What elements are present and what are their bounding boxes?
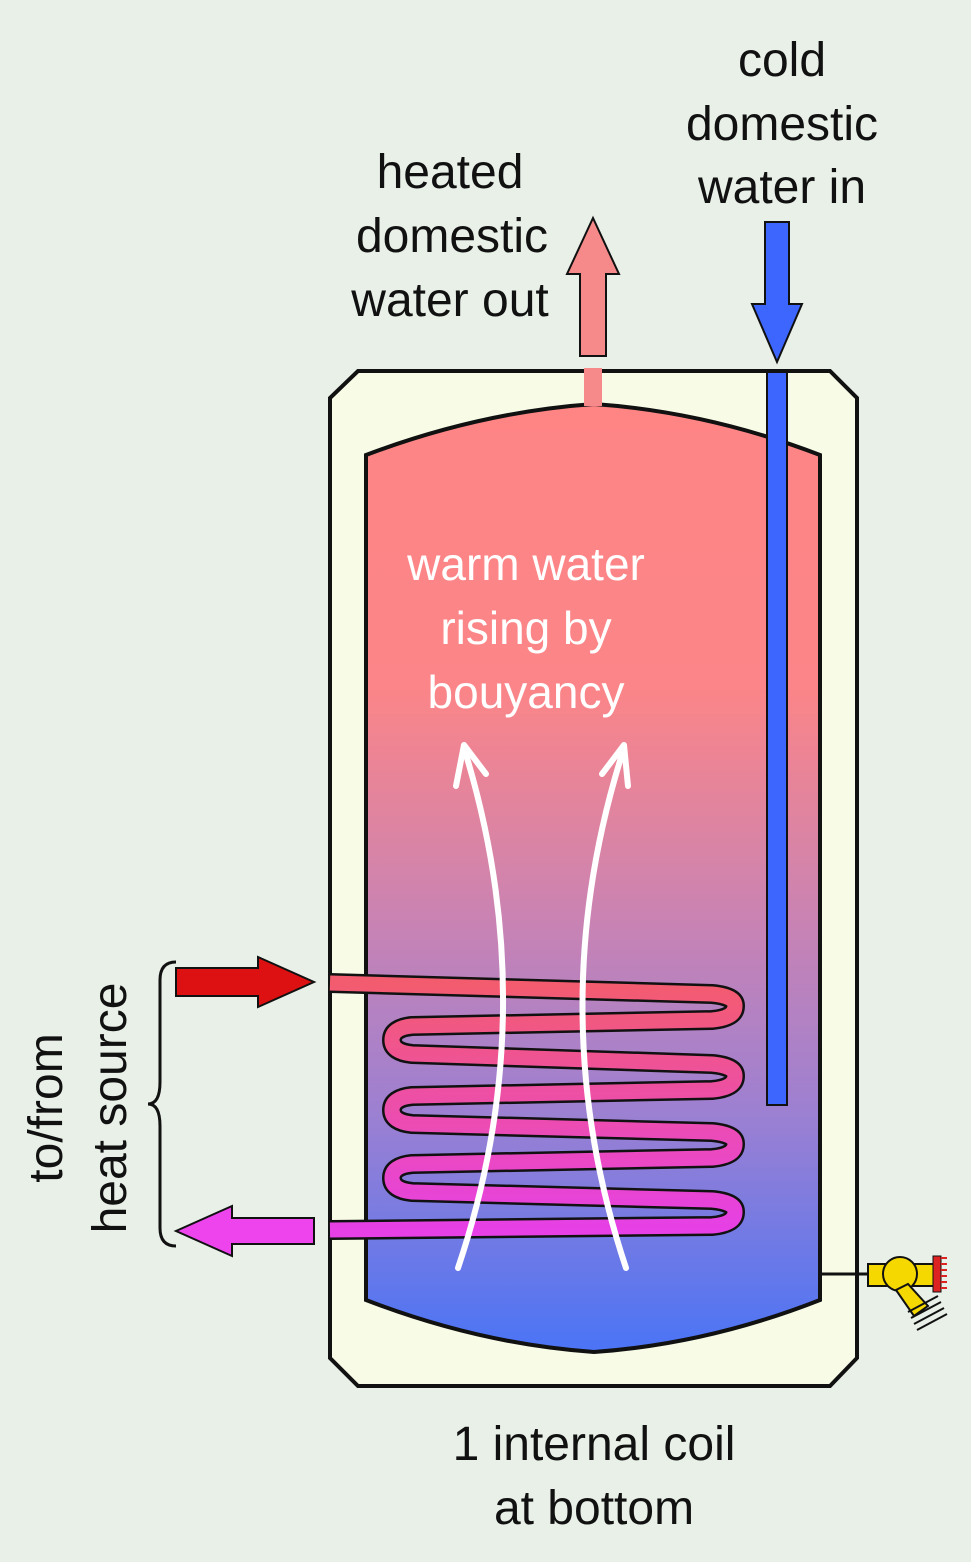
heat-source-line-1: to/from bbox=[20, 1033, 73, 1182]
hot-out-arrow bbox=[565, 215, 621, 357]
heat-coil bbox=[329, 973, 745, 1240]
rising-line-2: rising by bbox=[440, 602, 611, 654]
cold-in-label: cold domestic water in bbox=[686, 34, 878, 214]
hot-outlet-stub bbox=[584, 368, 602, 406]
cold-in-line-1: cold bbox=[738, 34, 826, 87]
coil-outlet-arrow bbox=[173, 1204, 315, 1258]
cold-in-line-3: water in bbox=[697, 161, 866, 214]
caption-line-2: at bottom bbox=[494, 1482, 694, 1535]
cold-in-arrow bbox=[750, 221, 804, 365]
rising-line-3: bouyancy bbox=[428, 666, 625, 718]
drain-valve-icon bbox=[820, 1255, 948, 1331]
hot-out-line-1: heated bbox=[377, 146, 524, 199]
cold-in-line-2: domestic bbox=[686, 98, 878, 151]
caption-line-1: 1 internal coil bbox=[453, 1418, 736, 1471]
rising-arrow-right bbox=[579, 745, 629, 1271]
hot-out-line-3: water out bbox=[350, 274, 548, 327]
cold-dip-tube bbox=[766, 371, 788, 1106]
heat-source-line-2: heat source bbox=[84, 983, 137, 1234]
rising-label: warm water rising by bouyancy bbox=[406, 538, 645, 718]
rising-line-1: warm water bbox=[406, 538, 645, 590]
rising-arrow-right-head bbox=[599, 742, 631, 789]
buoyancy-arrows bbox=[453, 742, 631, 1271]
caption: 1 internal coil at bottom bbox=[453, 1418, 736, 1535]
hot-out-label: heated domestic water out bbox=[350, 146, 548, 327]
hot-out-line-2: domestic bbox=[356, 210, 548, 263]
coil-inlet-arrow bbox=[175, 955, 317, 1009]
rising-arrow-left-head bbox=[453, 742, 489, 789]
heat-source-label: to/from heat source bbox=[20, 983, 137, 1234]
rising-arrow-left bbox=[455, 745, 506, 1271]
heat-source-brace bbox=[147, 960, 177, 1248]
